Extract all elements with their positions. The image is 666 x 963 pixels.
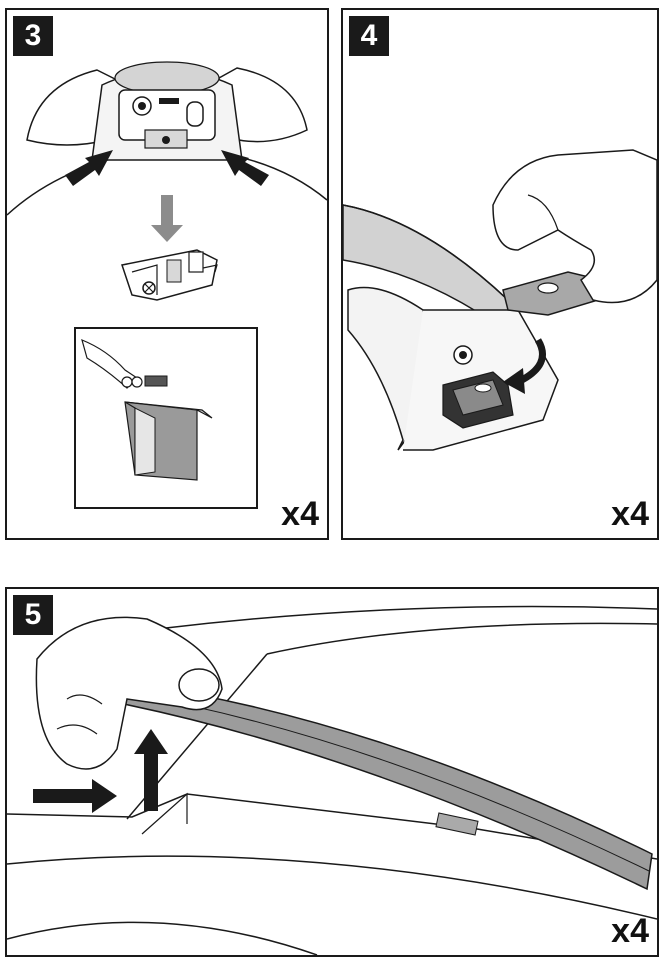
step-4-panel: 4 x4 [341, 8, 659, 540]
hand-icon [492, 149, 657, 304]
hand-icon [35, 616, 223, 770]
step-number: 4 [349, 16, 389, 56]
step-4-illustration [343, 149, 657, 451]
step-number: 3 [13, 16, 53, 56]
step-number: 5 [13, 595, 53, 635]
press-arrow-right-icon [221, 150, 269, 186]
multiplier-label: x4 [611, 495, 649, 533]
multiplier-label: x4 [281, 495, 319, 533]
push-arrow-icon [33, 779, 117, 813]
lift-arrow-icon [134, 729, 168, 811]
step-3-illustration [7, 61, 327, 509]
left-hand-icon [26, 69, 118, 146]
step-3-panel: 3 [5, 8, 329, 540]
step-5-panel: 5 x4 [5, 587, 659, 957]
multiplier-label: x4 [611, 912, 649, 950]
down-arrow-icon [151, 195, 183, 242]
right-hand-icon [218, 67, 308, 143]
press-arrow-left-icon [65, 150, 113, 186]
step-5-illustration [7, 605, 657, 955]
cover-strip [96, 678, 653, 891]
